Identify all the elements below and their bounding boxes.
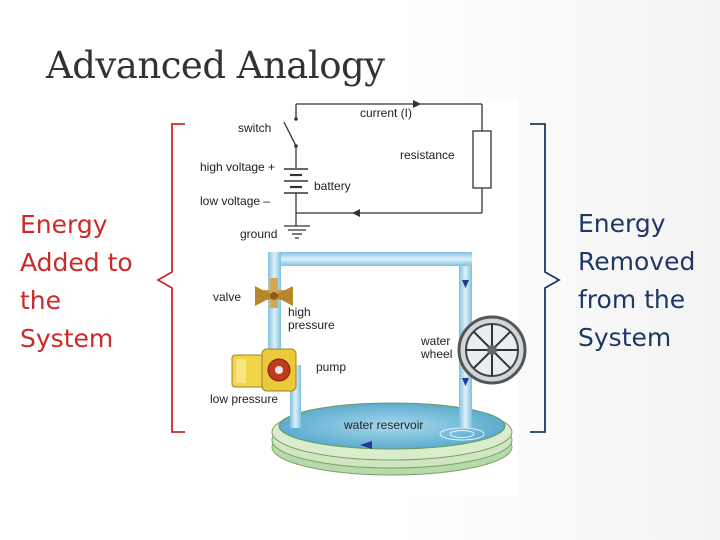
energy-removed-line-1: Energy [578, 209, 666, 238]
energy-added-line-4: System [20, 324, 114, 353]
energy-added-text: Energy Added to the System [20, 206, 160, 358]
switch-icon [283, 121, 297, 147]
ground-icon [284, 225, 310, 239]
slide-title: Advanced Analogy [46, 44, 385, 87]
valve-label: valve [213, 290, 241, 304]
low-voltage-label: low voltage – [200, 194, 270, 208]
water-wheel-label-1: water [420, 334, 450, 348]
water-wheel-icon [457, 315, 527, 385]
left-bracket [156, 123, 185, 433]
energy-added-line-2: Added to [20, 248, 133, 277]
valve-icon [255, 278, 293, 308]
current-arrow-bottom [352, 209, 360, 217]
energy-added-line-1: Energy [20, 210, 108, 239]
battery-icon [284, 168, 308, 194]
top-pipe [268, 252, 472, 266]
energy-added-line-3: the [20, 286, 62, 315]
right-bracket [530, 123, 561, 433]
water-circuit: valve high pressure water wheel pump low… [210, 252, 527, 476]
ground-label: ground [240, 227, 277, 241]
flow-arrow-down-1 [462, 280, 469, 288]
pump-inlet-pipe [290, 365, 301, 428]
energy-removed-text: Energy Removed from the System [578, 205, 718, 357]
high-voltage-label: high voltage + [200, 160, 275, 174]
flow-arrow-down-2 [462, 378, 469, 386]
high-pressure-label-2: pressure [288, 318, 335, 332]
battery-label: battery [314, 179, 351, 193]
pump-label: pump [316, 360, 346, 374]
current-arrow-top [413, 100, 421, 108]
switch-label: switch [238, 121, 271, 135]
water-wheel-label-2: wheel [420, 347, 452, 361]
low-pressure-label: low pressure [210, 392, 278, 406]
energy-removed-line-2: Removed [578, 247, 696, 276]
resistance-label: resistance [400, 148, 455, 162]
current-label: current (I) [360, 106, 412, 120]
pump-icon [231, 348, 297, 392]
resistor-icon [472, 130, 492, 189]
energy-removed-line-4: System [578, 323, 672, 352]
energy-removed-line-3: from the [578, 285, 686, 314]
water-reservoir-label: water reservoir [343, 418, 423, 432]
electric-circuit: current (I) switch resistance high volta… [200, 100, 492, 241]
high-pressure-label-1: high [288, 305, 311, 319]
water-reservoir [271, 402, 513, 476]
